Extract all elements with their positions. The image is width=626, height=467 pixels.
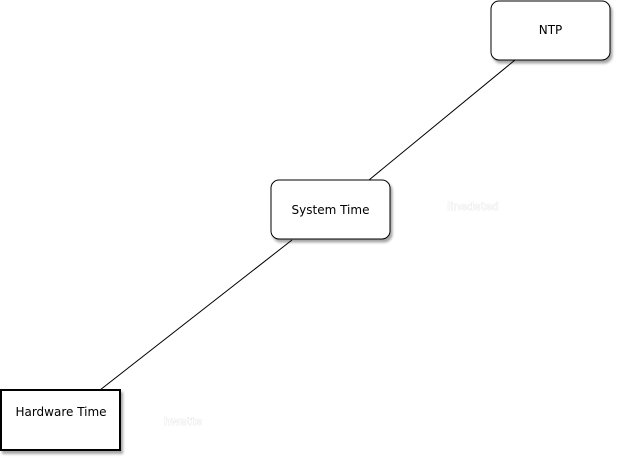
node-system-time-label: System Time (292, 203, 370, 217)
node-hardware-time-box (0, 389, 121, 451)
node-hardware-time-label: Hardware Time (15, 405, 106, 419)
node-ntp[interactable]: NTP (490, 0, 611, 61)
node-system-time-box (270, 179, 391, 240)
edge-label-ntp-system-time: linedated (447, 200, 499, 213)
node-ntp-label: NTP (539, 23, 563, 37)
node-hardware-time[interactable]: Hardware Time (0, 389, 121, 451)
node-ntp-box (490, 0, 611, 61)
edge-system-time-hardware-time (99, 239, 293, 391)
edge-label-system-time-hardware-time: hwatte (164, 415, 202, 428)
edge-ntp-system-time (368, 59, 516, 181)
node-system-time[interactable]: System Time (270, 179, 391, 240)
